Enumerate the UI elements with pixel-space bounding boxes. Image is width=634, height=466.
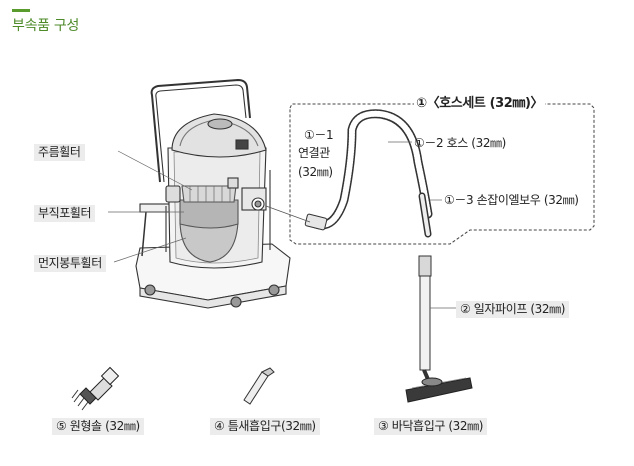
crevice-nozzle-caption: ④ 틈새흡입구(32㎜)	[210, 418, 320, 435]
crevice-nozzle-illustration	[243, 367, 275, 405]
hose-label: ①－2 호스 (32㎜)	[414, 136, 506, 150]
connector-label-line2: 연결관	[298, 146, 330, 160]
hose-illustration	[265, 109, 442, 238]
round-brush-illustration	[71, 366, 120, 411]
straight-pipe-label: ② 일자파이프 (32㎜)	[456, 301, 570, 318]
connector-label-line3: (32㎜)	[298, 165, 333, 179]
straight-pipe-illustration	[418, 255, 456, 371]
floor-nozzle-caption: ③ 바닥흡입구 (32㎜)	[374, 418, 488, 435]
pleated-filter-label: 주름휠터	[34, 144, 85, 161]
vacuum-cleaner-illustration	[135, 78, 291, 309]
connector-label-line1: ①－1	[304, 128, 334, 142]
hose-set-label: ①〈호스세트 (32㎜)〉	[414, 96, 546, 111]
header-accent-bar	[12, 9, 30, 12]
round-brush-caption: ⑤ 원형솔 (32㎜)	[52, 418, 144, 435]
cloth-filter-label: 부직포휠터	[34, 205, 96, 222]
filter-leader-lines	[108, 150, 193, 263]
dust-bag-filter-label: 먼지봉투휠터	[34, 255, 106, 272]
floor-nozzle-illustration	[405, 369, 473, 403]
section-title: 부속품 구성	[12, 18, 80, 34]
handle-elbow-label: ①－3 손잡이엘보우 (32㎜)	[444, 193, 579, 207]
hose-set-boundary	[289, 103, 595, 245]
